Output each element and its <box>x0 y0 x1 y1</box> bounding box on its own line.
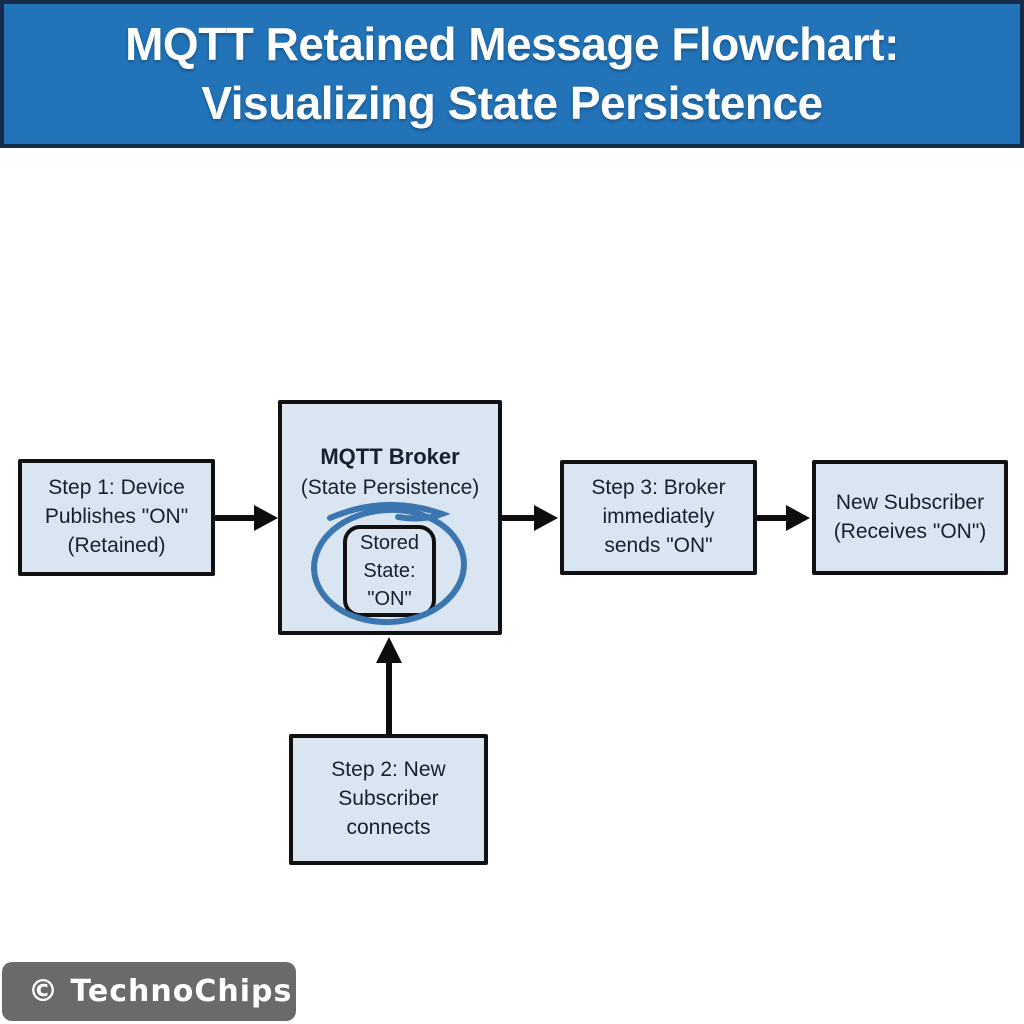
watermark-label: © TechnoChips <box>28 974 293 1009</box>
stored-state-line: State: <box>363 560 416 582</box>
node-text-line: sends "ON" <box>604 533 713 557</box>
node-mqtt-broker: MQTT Broker (State Persistence) Stored S… <box>278 400 502 635</box>
node-text-line: (Receives "ON") <box>833 519 987 543</box>
node-text-line: immediately <box>602 505 715 529</box>
node-step1-device-publishes: Step 1: Device Publishes "ON" (Retained) <box>18 459 215 576</box>
arrow-step1-to-broker-icon <box>215 505 278 531</box>
stored-state-line: Stored <box>360 532 419 554</box>
watermark-badge: © TechnoChips <box>2 962 296 1021</box>
node-text-line: Step 2: New <box>331 758 446 782</box>
title-banner: MQTT Retained Message Flowchart: Visuali… <box>0 0 1024 148</box>
arrow-step2-to-broker-icon <box>376 637 402 734</box>
title-line-1: MQTT Retained Message Flowchart: <box>125 18 899 71</box>
node-text-line: connects <box>346 815 431 839</box>
arrow-broker-to-step3-icon <box>502 505 558 531</box>
node-step2-subscriber-connects: Step 2: New Subscriber connects <box>289 734 488 865</box>
node-text-line: Publishes "ON" <box>44 505 189 529</box>
title-line-2: Visualizing State Persistence <box>201 77 823 129</box>
node-text-line: Step 1: Device <box>48 476 185 500</box>
stored-state-box: Stored State: "ON" <box>343 525 436 617</box>
broker-title: MQTT Broker <box>320 444 460 469</box>
node-text-line: New Subscriber <box>835 490 985 514</box>
node-step3-broker-sends: Step 3: Broker immediately sends "ON" <box>560 460 757 575</box>
node-text-line: (Retained) <box>67 533 166 557</box>
broker-subtitle: (State Persistence) <box>300 476 480 500</box>
stored-state-line: "ON" <box>367 588 412 610</box>
node-text-line: Step 3: Broker <box>591 476 726 500</box>
node-new-subscriber: New Subscriber (Receives "ON") <box>812 460 1008 575</box>
node-text-line: Subscriber <box>338 787 439 811</box>
arrow-step3-to-subscriber-icon <box>757 505 810 531</box>
